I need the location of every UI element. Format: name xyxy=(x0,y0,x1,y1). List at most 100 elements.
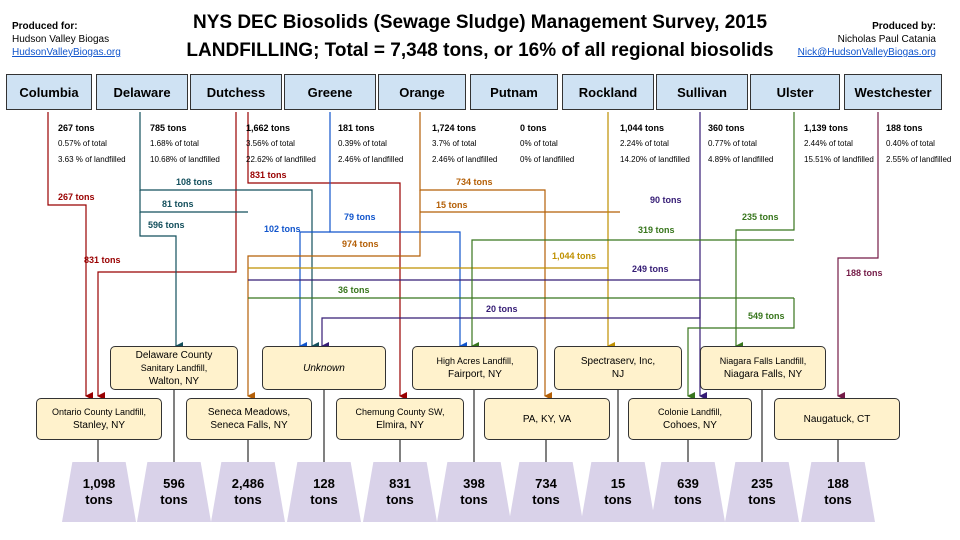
county-box-dutchess: Dutchess xyxy=(190,74,282,110)
stats-rockland: 1,044 tons 2.24% of total 14.20% of land… xyxy=(620,120,690,168)
dest-line: Niagara Falls Landfill, xyxy=(719,356,807,366)
flow-delaware-walton xyxy=(139,212,183,350)
flow-ulster-colonie xyxy=(687,298,795,400)
county-box-orange: Orange xyxy=(378,74,466,110)
total-value: 639 xyxy=(677,476,699,491)
total-value: 15 xyxy=(610,476,626,491)
flow-westchester-naugatuck xyxy=(837,112,879,400)
page-subtitle: LANDFILLING; Total = 7,348 tons, or 16% … xyxy=(186,40,774,61)
produced-for-label: Produced for: xyxy=(12,21,78,32)
flow-ulster-niagara xyxy=(735,112,795,350)
county-box-columbia: Columbia xyxy=(6,74,92,110)
stats-putnam: 0 tons 0% of total 0% of landfilled xyxy=(520,120,574,168)
flow-dutchess-ontario xyxy=(97,112,237,400)
produced-by-link[interactable]: Nick@HudsonValleyBiogas.org xyxy=(797,47,936,58)
flow-label: 1,044 tons xyxy=(552,251,597,261)
stat-pct-landfilled: 4.89% of landfilled xyxy=(708,155,774,164)
flow-label: 108 tons xyxy=(176,177,213,187)
total-unit: tons xyxy=(310,492,338,507)
flow-sullivan-unknown xyxy=(321,300,701,350)
flow-label: 81 tons xyxy=(162,199,194,209)
total-value: 596 xyxy=(163,476,185,491)
flow-label: 974 tons xyxy=(342,239,379,249)
total-value: 734 xyxy=(535,476,557,491)
county-box-rockland: Rockland xyxy=(562,74,654,110)
total-unit: tons xyxy=(460,492,488,507)
produced-for-link[interactable]: HudsonValleyBiogas.org xyxy=(12,47,121,58)
dest-line: Ontario County Landfill, xyxy=(51,407,147,417)
stat-tons: 188 tons xyxy=(886,123,923,133)
flow-dutchess-chemung xyxy=(247,112,407,400)
stats-dutchess: 1,662 tons 3.56% of total 22.62% of land… xyxy=(246,120,316,168)
dest-line: Cohoes, NY xyxy=(663,420,717,431)
dest-line: Unknown xyxy=(303,362,345,374)
flow-columbia-ontario xyxy=(47,112,93,400)
stats-ulster: 1,139 tons 2.44% of total 15.51% of land… xyxy=(804,120,874,168)
page-title: NYS DEC Biosolids (Sewage Sludge) Manage… xyxy=(192,12,768,33)
total-unit: tons xyxy=(604,492,632,507)
flow-orange-pa xyxy=(419,112,552,400)
stats-greene: 181 tons 0.39% of total 2.46% of landfil… xyxy=(338,120,403,168)
stat-pct-total: 3.7% of total xyxy=(432,139,477,148)
dest-line: Sanitary Landfill, xyxy=(140,362,208,373)
stat-tons: 267 tons xyxy=(58,123,95,133)
dest-line: Walton, NY xyxy=(148,375,200,387)
flow-label: 235 tons xyxy=(742,212,779,222)
stats-columbia: 267 tons 0.57% of total 3.63 % of landfi… xyxy=(58,120,126,168)
total-unit: tons xyxy=(824,492,852,507)
destination-chemung: Chemung County SW, Elmira, NY xyxy=(336,398,464,440)
stat-tons: 0 tons xyxy=(520,123,547,133)
flow-delaware-seneca xyxy=(139,190,248,213)
stat-pct-total: 0.57% of total xyxy=(58,139,107,148)
county-box-westchester: Westchester xyxy=(844,74,942,110)
stat-pct-total: 0.77% of total xyxy=(708,139,757,148)
stats-delaware: 785 tons 1.68% of total 10.68% of landfi… xyxy=(150,120,220,168)
flow-label: 596 tons xyxy=(148,220,185,230)
county-box-putnam: Putnam xyxy=(470,74,558,110)
stat-pct-total: 2.44% of total xyxy=(804,139,853,148)
flow-label: 36 tons xyxy=(338,285,370,295)
flow-label: 90 tons xyxy=(650,195,682,205)
produced-by-label: Produced by: xyxy=(872,21,936,32)
flow-label: 319 tons xyxy=(638,225,675,235)
stat-tons: 1,724 tons xyxy=(432,123,477,133)
total-value: 128 xyxy=(313,476,335,491)
dest-line: Seneca Falls, NY xyxy=(210,420,288,431)
flow-label: 831 tons xyxy=(84,255,121,265)
produced-for-name: Hudson Valley Biogas xyxy=(12,34,110,45)
county-box-delaware: Delaware xyxy=(96,74,188,110)
stat-pct-landfilled: 15.51% of landfilled xyxy=(804,155,874,164)
stats-orange: 1,724 tons 3.7% of total 2.46% of landfi… xyxy=(432,120,497,168)
destination-colonie: Colonie Landfill, Cohoes, NY xyxy=(628,398,752,440)
stat-pct-total: 2.24% of total xyxy=(620,139,669,148)
destination-niagara-falls: Niagara Falls Landfill, Niagara Falls, N… xyxy=(700,346,826,390)
total-unit: tons xyxy=(674,492,702,507)
total-unit: tons xyxy=(386,492,414,507)
total-value: 2,486 xyxy=(231,476,265,491)
total-value: 831 xyxy=(389,476,411,491)
total-unit: tons xyxy=(160,492,188,507)
flow-greene-unknown xyxy=(299,231,330,350)
destination-ontario: Ontario County Landfill, Stanley, NY xyxy=(36,398,162,440)
total-unit: tons xyxy=(234,492,262,507)
dest-line: Colonie Landfill, xyxy=(657,407,723,417)
stat-pct-total: 3.56% of total xyxy=(246,139,295,148)
stat-tons: 360 tons xyxy=(708,123,745,133)
flow-label: 79 tons xyxy=(344,212,376,222)
flow-label: 734 tons xyxy=(456,177,493,187)
flow-label: 188 tons xyxy=(846,268,883,278)
dest-line: Fairport, NY xyxy=(448,369,502,380)
stat-tons: 1,662 tons xyxy=(246,123,291,133)
county-box-greene: Greene xyxy=(284,74,376,110)
stat-pct-landfilled: 0% of landfilled xyxy=(520,155,575,164)
dest-line: Chemung County SW, xyxy=(355,407,445,417)
destination-spectraserv: Spectraserv, Inc, NJ xyxy=(554,346,682,390)
